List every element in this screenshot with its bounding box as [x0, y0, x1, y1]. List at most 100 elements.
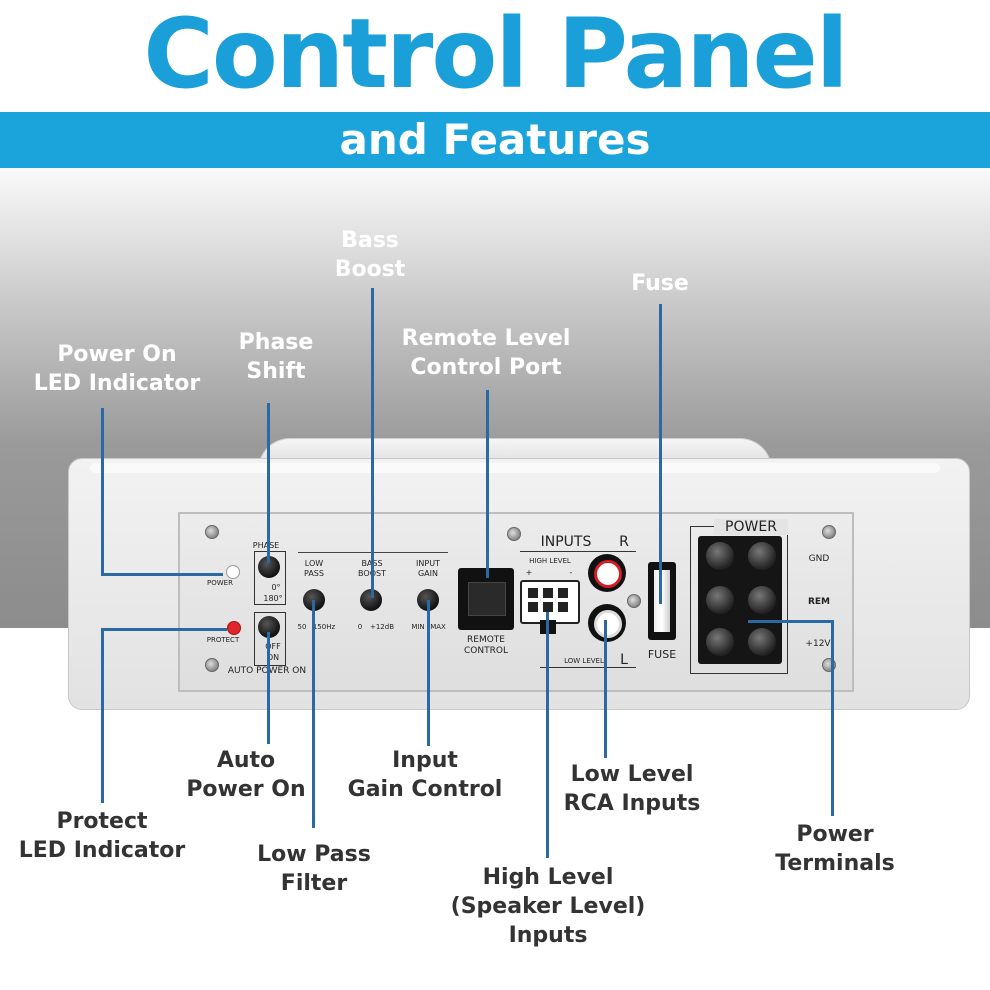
callout-bass-boost-line2: Boost [334, 257, 406, 282]
line-power-terminals-v [831, 620, 834, 816]
callout-remote-port: Remote Level Control Port [396, 324, 576, 382]
line-remote [486, 390, 489, 578]
device-rim [90, 463, 940, 473]
rem-label: REM [807, 597, 831, 607]
terminal-screw-rem-1[interactable] [706, 586, 734, 614]
remote-control-label-1: REMOTE [467, 635, 505, 645]
callout-auto-power-line1: Auto [216, 748, 276, 773]
line-protect-h [101, 628, 227, 631]
fuse-holder[interactable] [648, 562, 676, 640]
remote-port-socket [468, 582, 506, 616]
inputs-label: INPUTS [540, 534, 592, 550]
callout-power-led-line2: LED Indicator [33, 371, 201, 396]
v12-label: +12V [805, 639, 831, 649]
callout-low-level-rca: Low Level RCA Inputs [556, 760, 708, 818]
connector-pin [543, 588, 553, 598]
callout-fuse-line1: Fuse [631, 271, 689, 296]
callout-low-level-rca-line2: RCA Inputs [563, 791, 701, 816]
page-subtitle: and Features [339, 115, 651, 164]
callout-power-terminals: Power Terminals [760, 820, 910, 878]
callout-high-level-line2: (Speaker Level) [450, 894, 646, 919]
screw-icon [205, 658, 219, 672]
remote-port[interactable] [458, 568, 514, 630]
line-auto-power [267, 632, 270, 744]
page-title: Control Panel [143, 0, 848, 110]
screw-icon [205, 525, 219, 539]
callout-input-gain-line1: Input [392, 748, 458, 773]
terminal-screw-12v-1[interactable] [706, 628, 734, 656]
high-plus-label: + [525, 568, 533, 577]
callout-remote-port-line2: Control Port [410, 355, 562, 380]
line-low-level [604, 620, 607, 758]
fuse-label: FUSE [647, 648, 677, 661]
line-high-level [546, 612, 549, 858]
rca-l-input[interactable] [588, 604, 626, 642]
callout-remote-port-line1: Remote Level [401, 326, 571, 351]
phase-label: PHASE [252, 541, 280, 550]
auto-power-frame [254, 612, 286, 666]
connector-pin [528, 602, 538, 612]
callout-input-gain: Input Gain Control [340, 746, 510, 804]
phase-180-label: 180° [263, 594, 283, 603]
low-pass-label-1: LOW [304, 559, 324, 568]
gnd-label: GND [808, 554, 830, 564]
callout-auto-power-line2: Power On [186, 777, 306, 802]
rca-r-input[interactable] [588, 554, 626, 592]
line-phase [267, 403, 270, 563]
callout-low-level-rca-line1: Low Level [570, 762, 694, 787]
inputs-r-label: R [619, 534, 629, 550]
low-level-label: LOW LEVEL [564, 657, 604, 665]
input-gain-label-1: INPUT [416, 559, 440, 568]
connector-pin [528, 588, 538, 598]
inputs-l-label: L [620, 652, 628, 668]
low-pass-min: 50 [297, 623, 307, 631]
callout-bass-boost: Bass Boost [318, 226, 422, 284]
callout-protect-led-line1: Protect [56, 809, 148, 834]
line-power-led-h [101, 573, 223, 576]
line-low-pass [312, 600, 315, 828]
inputs-top-line [520, 551, 636, 552]
terminal-screw-rem-2[interactable] [748, 586, 776, 614]
line-input-gain [427, 600, 430, 746]
callout-power-terminals-line2: Terminals [775, 851, 895, 876]
gain-min: MIN [411, 623, 425, 631]
connector-pin [558, 588, 568, 598]
callout-fuse: Fuse [610, 269, 710, 298]
bass-max: +12dB [369, 623, 395, 631]
low-pass-label-2: PASS [304, 569, 324, 578]
callout-high-level-line3: Inputs [508, 923, 588, 948]
callout-power-terminals-line1: Power [796, 822, 874, 847]
callout-phase-shift-line2: Shift [246, 359, 306, 384]
callout-auto-power: Auto Power On [176, 746, 316, 804]
low-pass-max: 150Hz [312, 623, 336, 631]
callout-protect-led: Protect LED Indicator [12, 807, 192, 865]
callout-high-level-line1: High Level [482, 865, 614, 890]
line-protect-v [101, 628, 104, 803]
terminal-screw-12v-2[interactable] [748, 628, 776, 656]
auto-on-label: ON [266, 653, 280, 662]
callout-power-led-line1: Power On [57, 342, 177, 367]
line-bass [371, 288, 374, 598]
high-minus-label: - [569, 568, 573, 577]
terminal-screw-gnd-2[interactable] [748, 542, 776, 570]
bass-boost-knob[interactable] [360, 589, 382, 611]
callout-low-pass: Low Pass Filter [246, 840, 382, 898]
connector-pin [558, 602, 568, 612]
screw-icon [507, 527, 521, 541]
connector-pin [543, 602, 553, 612]
callout-power-led: Power On LED Indicator [22, 340, 212, 398]
phase-switch[interactable] [258, 556, 280, 578]
auto-off-label: OFF [265, 642, 281, 651]
high-level-connector[interactable] [520, 580, 580, 624]
input-gain-label-2: GAIN [417, 569, 438, 578]
terminal-screw-gnd-1[interactable] [706, 542, 734, 570]
screw-icon [822, 525, 836, 539]
rca-r-ring [594, 560, 622, 588]
callout-bass-boost-line1: Bass [341, 228, 399, 253]
gain-max: MAX [430, 623, 446, 631]
phase-switch-frame [254, 551, 286, 605]
subtitle-band [0, 112, 990, 168]
auto-power-switch[interactable] [258, 616, 280, 638]
inputs-bottom-line [540, 667, 636, 668]
protect-led-label: PROTECT [206, 636, 240, 644]
